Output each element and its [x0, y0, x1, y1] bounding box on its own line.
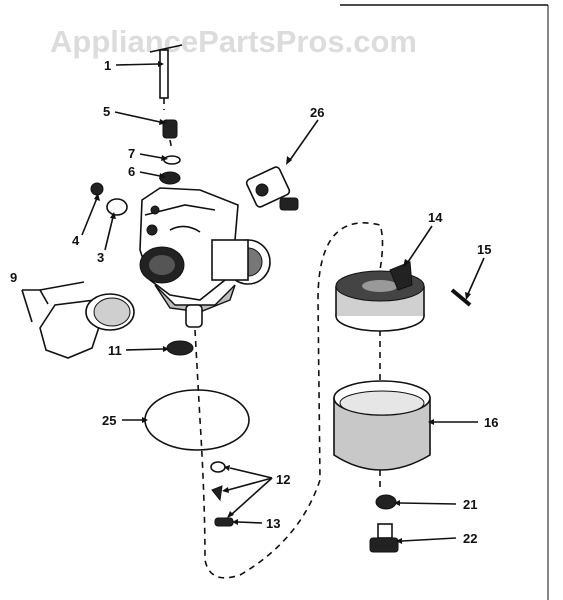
- callout-6: 6: [128, 164, 135, 179]
- part-13-needle: [214, 517, 234, 527]
- part-7-washer: [163, 155, 181, 165]
- leader-lines: [21, 61, 485, 544]
- part-22-bolt: [369, 523, 399, 553]
- callout-12: 12: [276, 472, 290, 487]
- part-12-parts: [210, 461, 226, 502]
- part-5-spring: [162, 119, 178, 151]
- callout-26: 26: [310, 105, 324, 120]
- callout-1: 1: [104, 58, 111, 73]
- callout-22: 22: [463, 531, 477, 546]
- part-6-seal: [159, 171, 181, 185]
- callout-13: 13: [266, 516, 280, 531]
- callout-21: 21: [463, 497, 477, 512]
- part-3-gasket: [106, 198, 128, 216]
- callout-4: 4: [72, 233, 80, 248]
- callout-9: 9: [10, 270, 17, 285]
- callout-15: 15: [477, 242, 491, 257]
- part-1-shaft: [149, 44, 183, 110]
- part-21-washer: [375, 494, 397, 510]
- part-15-pin: [450, 288, 472, 307]
- carburetor-body: [139, 187, 271, 328]
- part-11-ring: [166, 340, 194, 356]
- callout-16: 16: [484, 415, 498, 430]
- callout-25: 25: [102, 413, 116, 428]
- part-26-fitting: [245, 166, 299, 211]
- part-4-screw: [90, 182, 104, 196]
- callout-11: 11: [108, 343, 122, 358]
- part-16-bowl: [333, 380, 431, 471]
- callout-5: 5: [103, 104, 110, 119]
- callout-14: 14: [428, 210, 443, 225]
- callout-3: 3: [97, 250, 104, 265]
- callout-7: 7: [128, 146, 135, 161]
- part-14-float: [335, 261, 425, 332]
- part-9-diaphragm: [39, 293, 135, 359]
- part-25-gasket: [144, 389, 250, 451]
- watermark-text: AppliancePartsPros.com: [50, 24, 417, 59]
